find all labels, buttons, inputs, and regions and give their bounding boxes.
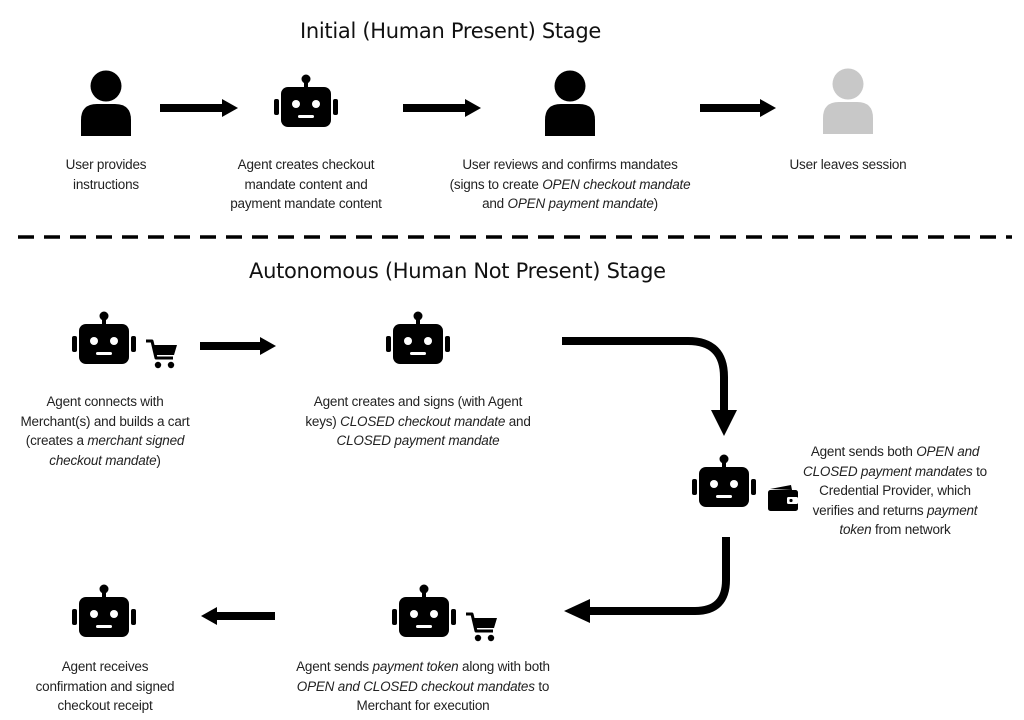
robot-icon xyxy=(72,311,136,364)
caption-text: to xyxy=(972,463,987,479)
arrow-sign-to-credential-provider xyxy=(562,337,737,436)
caption-line: token from network xyxy=(800,520,990,540)
wallet-icon xyxy=(768,485,798,511)
caption-agent-creates-signs: Agent creates and signs (with Agent keys)… xyxy=(300,392,536,451)
caption-line: Agent sends both OPEN and xyxy=(800,442,990,462)
caption-text: Agent connects with xyxy=(46,394,164,409)
caption-italic-text: OPEN and CLOSED checkout mandates xyxy=(296,678,535,694)
caption-agent-creates-content: Agent creates checkout mandate content an… xyxy=(206,155,406,214)
caption-text: and xyxy=(505,413,531,429)
caption-italic-text: payment xyxy=(926,502,978,518)
caption-agent-receives: Agent receives confirmation and signed che… xyxy=(20,657,190,716)
caption-line: CLOSED payment mandate xyxy=(300,431,536,451)
caption-text: User provides xyxy=(65,157,147,172)
caption-user-provides: User provides instructions xyxy=(36,155,176,194)
caption-italic-text: CLOSED payment mandate xyxy=(336,433,500,448)
caption-line: mandate content and xyxy=(206,175,406,195)
caption-text: and xyxy=(482,196,508,211)
caption-line: Agent connects with xyxy=(10,392,200,412)
arrow-merchant-to-receipt xyxy=(201,607,275,625)
caption-user-reviews: User reviews and confirms mandates (signs… xyxy=(434,155,706,214)
caption-text: User reviews and confirms mandates xyxy=(462,157,678,172)
autonomous-stage-title: Autonomous (Human Not Present) Stage xyxy=(249,259,666,283)
caption-text: Agent receives xyxy=(61,659,149,674)
caption-line: User provides xyxy=(36,155,176,175)
caption-line: keys) CLOSED checkout mandate and xyxy=(300,412,536,432)
caption-text: Merchant for execution xyxy=(356,698,490,713)
caption-text: (creates a xyxy=(25,433,88,448)
user-icon xyxy=(81,70,131,136)
arrow-user-to-agent xyxy=(160,99,238,117)
caption-user-leaves: User leaves session xyxy=(768,155,928,175)
caption-line: User leaves session xyxy=(768,155,928,175)
caption-text: Credential Provider, which xyxy=(819,483,971,498)
caption-italic-text: CLOSED payment mandates xyxy=(803,463,973,479)
shopping-cart-icon xyxy=(146,339,177,369)
caption-text: (signs to create xyxy=(449,176,543,192)
arrow-cart-to-sign xyxy=(200,337,276,355)
caption-italic-text: OPEN checkout mandate xyxy=(542,176,691,192)
caption-line: Merchant for execution xyxy=(280,696,566,716)
caption-italic-text: payment token xyxy=(372,659,459,674)
caption-line: and OPEN payment mandate) xyxy=(434,194,706,214)
caption-text: along with both xyxy=(458,659,550,674)
robot-icon xyxy=(72,584,136,637)
caption-line: Merchant(s) and builds a cart xyxy=(10,412,200,432)
caption-line: confirmation and signed xyxy=(20,677,190,697)
caption-line: instructions xyxy=(36,175,176,195)
caption-italic-text: OPEN payment mandate xyxy=(507,196,654,211)
caption-text: User leaves session xyxy=(789,157,907,172)
caption-line: Agent creates checkout xyxy=(206,155,406,175)
caption-text: Merchant(s) and builds a cart xyxy=(20,413,190,429)
robot-icon xyxy=(274,74,338,127)
caption-italic-text: CLOSED checkout mandate xyxy=(340,413,506,429)
caption-line: checkout receipt xyxy=(20,696,190,716)
caption-line: User reviews and confirms mandates xyxy=(434,155,706,175)
caption-line: payment mandate content xyxy=(206,194,406,214)
caption-line: Agent creates and signs (with Agent xyxy=(300,392,536,412)
caption-text: keys) xyxy=(305,413,341,429)
robot-icon xyxy=(386,311,450,364)
caption-text: mandate content and xyxy=(244,176,368,192)
caption-agent-sends-token: Agent sends payment token along with bot… xyxy=(280,657,566,716)
arrow-agent-to-user-review xyxy=(403,99,481,117)
caption-text: confirmation and signed xyxy=(35,678,175,694)
caption-text: Agent sends both xyxy=(810,444,917,459)
caption-text: Agent creates checkout xyxy=(237,157,375,172)
caption-line: OPEN and CLOSED checkout mandates to xyxy=(280,677,566,697)
caption-line: (signs to create OPEN checkout mandate xyxy=(434,175,706,195)
caption-text: to xyxy=(534,678,550,694)
caption-italic-text: OPEN and xyxy=(916,444,980,459)
caption-line: verifies and returns payment xyxy=(800,501,990,521)
caption-text: Agent sends xyxy=(296,659,373,674)
caption-text: ) xyxy=(653,196,659,211)
caption-italic-text: merchant signed xyxy=(87,433,185,448)
caption-italic-text: checkout mandate xyxy=(49,452,157,468)
initial-stage-title: Initial (Human Present) Stage xyxy=(300,19,602,43)
caption-text: Agent creates and signs (with Agent xyxy=(313,394,523,409)
caption-text: payment mandate content xyxy=(230,196,382,211)
robot-icon xyxy=(692,454,756,507)
caption-line: Credential Provider, which xyxy=(800,481,990,501)
caption-text: ) xyxy=(156,452,161,468)
caption-line: Agent receives xyxy=(20,657,190,677)
user-icon xyxy=(823,68,873,134)
caption-line: checkout mandate) xyxy=(10,451,200,471)
caption-text: checkout receipt xyxy=(57,698,153,713)
user-icon xyxy=(545,70,595,136)
shopping-cart-icon xyxy=(466,612,497,642)
caption-italic-text: token xyxy=(839,522,872,537)
caption-text: verifies and returns xyxy=(812,502,927,518)
caption-text: from network xyxy=(871,522,951,537)
caption-line: Agent sends payment token along with bot… xyxy=(280,657,566,677)
caption-line: (creates a merchant signed xyxy=(10,431,200,451)
arrow-user-review-to-leave xyxy=(700,99,776,117)
arrow-credential-provider-to-merchant xyxy=(564,537,730,623)
robot-icon xyxy=(392,584,456,637)
caption-line: CLOSED payment mandates to xyxy=(800,462,990,482)
caption-text: instructions xyxy=(73,176,139,192)
